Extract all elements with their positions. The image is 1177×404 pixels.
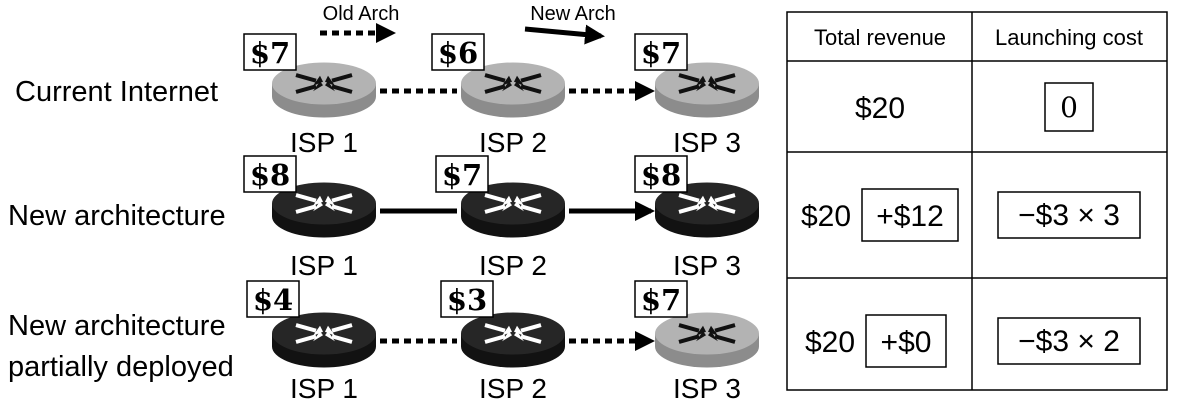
isp-label: ISP 1 (290, 127, 358, 158)
row-label: New architecture (8, 200, 226, 232)
table-header-revenue: Total revenue (814, 25, 946, 50)
price-value: $8 (250, 158, 290, 192)
revenue-extra: +$0 (881, 326, 932, 359)
row-label: New architecture (8, 310, 226, 342)
price-box (246, 280, 300, 318)
isp-label: ISP 1 (290, 250, 358, 281)
old-arch-router-icon (461, 62, 565, 118)
launch-cost-box (997, 317, 1141, 365)
price-value: $7 (641, 283, 681, 317)
new-arch-router-icon (461, 312, 565, 368)
revenue-extra-box (861, 188, 959, 242)
old-arch-router-icon (655, 62, 759, 118)
isp-label: ISP 3 (673, 373, 741, 404)
launch-cost-box (1044, 82, 1094, 132)
revenue-extra-box (865, 314, 947, 368)
price-box (634, 155, 688, 193)
legend: Old Arch New Arch (320, 3, 616, 45)
table-header-cost: Launching cost (995, 25, 1143, 50)
legend-old-arch-label: Old Arch (323, 3, 400, 25)
row-label: partially deployed (8, 351, 234, 383)
revenue-table: Total revenue Launching cost $20 0 $20 +$12… (786, 11, 1168, 391)
price-value: $7 (250, 36, 290, 70)
isp-label: ISP 2 (479, 127, 547, 158)
price-value: $7 (641, 36, 681, 70)
price-box (440, 280, 494, 318)
price-value: $7 (442, 158, 482, 192)
isp-label: ISP 3 (673, 250, 741, 281)
launch-cost-value: 0 (1060, 91, 1078, 124)
isp-label: ISP 1 (290, 373, 358, 404)
price-box (243, 155, 297, 193)
row-label: Current Internet (15, 76, 218, 108)
price-box (243, 33, 297, 71)
price-value: $4 (253, 283, 293, 317)
table-cells: $20 0 $20 +$12 −$3 × 3 $20 +$0 −$3 × 2 (801, 82, 1141, 368)
price-value: $8 (641, 158, 681, 192)
launch-cost-value: −$3 × 3 (1018, 199, 1120, 232)
old-arch-router-icon (272, 62, 376, 118)
new-arch-router-icon (461, 182, 565, 238)
revenue-base: $20 (801, 200, 851, 233)
revenue-base: $20 (805, 326, 855, 359)
price-box (634, 33, 688, 71)
isp-label: ISP 3 (673, 127, 741, 158)
launch-cost-box (997, 191, 1141, 239)
price-box (431, 33, 485, 71)
price-box (435, 155, 489, 193)
price-box (634, 280, 688, 318)
price-value: $6 (438, 36, 478, 70)
price-value: $3 (447, 283, 487, 317)
new-arch-router-icon (655, 182, 759, 238)
revenue-base: $20 (855, 92, 905, 125)
new-arch-router-icon (272, 312, 376, 368)
launch-cost-value: −$3 × 2 (1018, 325, 1120, 358)
new-arch-router-icon (272, 182, 376, 238)
revenue-extra: +$12 (876, 200, 944, 233)
table-border (786, 11, 1168, 391)
old-arch-router-icon (655, 312, 759, 368)
isp-label: ISP 2 (479, 250, 547, 281)
isp-label: ISP 2 (479, 373, 547, 404)
legend-new-arch-line (524, 24, 605, 45)
legend-new-arch-label: New Arch (530, 3, 616, 25)
